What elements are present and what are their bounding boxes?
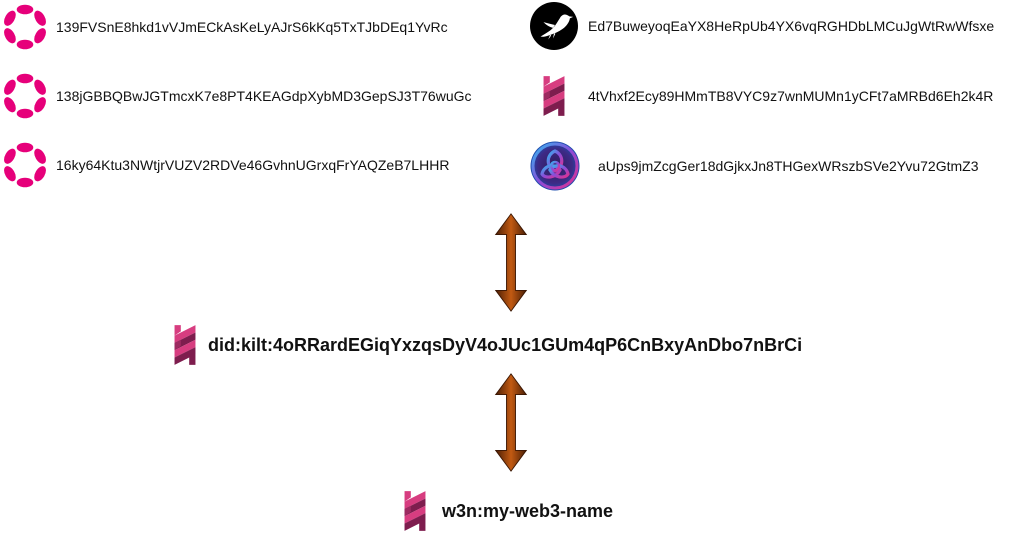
bird-icon bbox=[530, 2, 578, 50]
web3name-label: w3n:my-web3-name bbox=[442, 500, 614, 521]
account-row: 16ky64Ktu3NWtjrVUZV2RDVe46GvhnUGrxqFrYAQ… bbox=[2, 142, 449, 188]
double-arrow-icon bbox=[493, 370, 529, 475]
trinity-icon bbox=[530, 141, 580, 191]
account-address: 16ky64Ktu3NWtjrVUZV2RDVe46GvhnUGrxqFrYAQ… bbox=[56, 157, 450, 173]
web3name-row: w3n:my-web3-name bbox=[400, 488, 613, 534]
account-address: Ed7BuweyoqEaYX8HeRpUb4YX6vqRGHDbLMCuJgWt… bbox=[588, 18, 995, 34]
kilt-icon bbox=[170, 322, 200, 368]
polkadot-icon bbox=[2, 142, 48, 188]
double-arrow-icon bbox=[493, 210, 529, 315]
account-address: aUps9jmZcgGer18dGjkxJn8THGexWRszbSVe2Yvu… bbox=[598, 158, 979, 174]
did-label: did:kilt:4oRRardEGiqYxzqsDyV4oJUc1GUm4qP… bbox=[208, 334, 803, 355]
account-address: 4tVhxf2Ecy89HMmTB8VYC9z7wnMUMn1yCFt7aMRB… bbox=[588, 88, 994, 104]
account-address: 139FVSnE8hkd1vVJmECkAsKeLyAJrS6kKq5TxTJb… bbox=[56, 19, 448, 35]
polkadot-icon bbox=[2, 4, 48, 50]
account-address: 138jGBBQBwJGTmcxK7e8PT4KEAGdpXybMD3GepSJ… bbox=[56, 88, 472, 104]
account-row: aUps9jmZcgGer18dGjkxJn8THGexWRszbSVe2Yvu… bbox=[530, 141, 978, 191]
account-row: 138jGBBQBwJGTmcxK7e8PT4KEAGdpXybMD3GepSJ… bbox=[2, 73, 472, 119]
polkadot-icon bbox=[2, 73, 48, 119]
account-row: 4tVhxf2Ecy89HMmTB8VYC9z7wnMUMn1yCFt7aMRB… bbox=[530, 72, 993, 120]
account-row: 139FVSnE8hkd1vVJmECkAsKeLyAJrS6kKq5TxTJb… bbox=[2, 4, 448, 50]
kilt-icon bbox=[400, 488, 430, 534]
account-row: Ed7BuweyoqEaYX8HeRpUb4YX6vqRGHDbLMCuJgWt… bbox=[530, 2, 994, 50]
kilt-icon bbox=[539, 73, 569, 119]
did-row: did:kilt:4oRRardEGiqYxzqsDyV4oJUc1GUm4qP… bbox=[170, 322, 802, 368]
